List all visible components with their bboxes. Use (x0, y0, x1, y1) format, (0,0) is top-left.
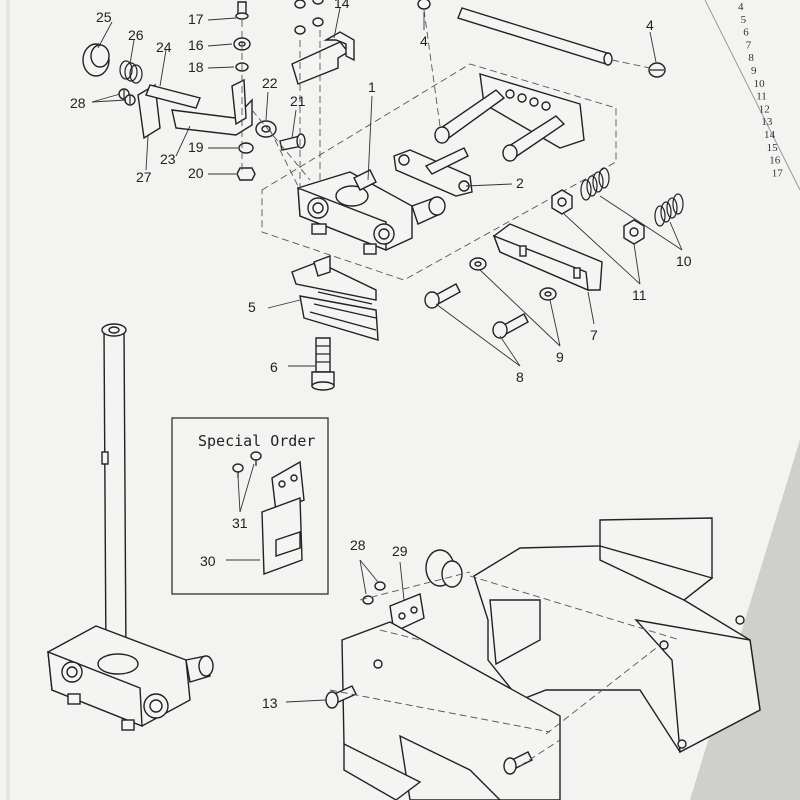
index-number: 9 (751, 65, 757, 77)
callout-labels: 25 26 24 28 27 23 17 16 18 19 20 22 21 1… (70, 0, 692, 711)
callout-9: 9 (556, 349, 564, 365)
lower-screw (503, 751, 533, 775)
shaft-clamp-block (47, 625, 214, 731)
part-4-screw-top (417, 0, 431, 10)
index-number: 7 (746, 39, 752, 51)
part-30-plate (261, 460, 305, 575)
rail-block (434, 73, 585, 162)
callout-22: 22 (262, 75, 278, 91)
callout-28b: 28 (350, 537, 366, 553)
assembly-outline-1 (261, 63, 617, 281)
index-number: 13 (761, 116, 773, 128)
part-17-screw (235, 1, 249, 20)
callout-11: 11 (632, 287, 647, 303)
part-31-screws (232, 451, 262, 478)
top-left-assembly (82, 1, 306, 181)
part-24-shaft (145, 84, 201, 109)
callout-8: 8 (516, 369, 524, 385)
callout-20: 20 (188, 165, 204, 181)
part-8-screws (424, 283, 529, 339)
index-number: 5 (741, 14, 747, 26)
callout-16: 16 (188, 37, 204, 53)
leader-lines (91, 7, 683, 703)
callout-17: 17 (188, 11, 204, 27)
callout-26: 26 (128, 27, 144, 43)
callout-31: 31 (232, 515, 248, 531)
callout-27: 27 (136, 169, 152, 185)
part-26-spring (119, 60, 143, 84)
index-number: 17 (772, 167, 784, 179)
lower-cap (425, 549, 463, 588)
part-7-plate (492, 223, 603, 292)
callout-5: 5 (248, 299, 256, 315)
callout-6: 6 (270, 359, 278, 375)
callout-10: 10 (676, 253, 692, 269)
callout-18: 18 (188, 59, 204, 75)
part-19-washer (238, 142, 254, 154)
callout-7: 7 (590, 327, 598, 343)
callout-4-top: 4 (420, 33, 428, 49)
presser-plate (341, 621, 561, 800)
callout-23: 23 (160, 151, 176, 167)
part-4-screw-right (648, 62, 666, 78)
part-5-comb (291, 254, 379, 341)
callout-14: 14 (334, 0, 350, 11)
special-order-frame (171, 417, 329, 595)
callout-1: 1 (368, 79, 376, 95)
callout-25: 25 (96, 9, 112, 25)
vertical-shaft (101, 323, 127, 661)
callout-13: 13 (262, 695, 278, 711)
part-2-link (393, 147, 473, 197)
special-order-box: Special Order (171, 417, 329, 595)
callout-28a: 28 (70, 95, 86, 111)
callout-2: 2 (516, 175, 524, 191)
index-number: 4 (738, 1, 744, 13)
index-number: 14 (764, 129, 776, 141)
part-11-nuts (551, 189, 645, 245)
index-number: 11 (756, 91, 767, 103)
part-21-screw (279, 133, 306, 151)
index-number: 12 (759, 103, 770, 115)
callout-21: 21 (290, 93, 306, 109)
page-fold-line (704, 0, 800, 191)
part-6-bolt (311, 337, 335, 391)
assembly-lines (251, 9, 681, 767)
lower-housing (473, 517, 761, 754)
callout-29: 29 (392, 543, 408, 559)
part-10-springs (580, 167, 684, 227)
index-number: 10 (754, 78, 766, 90)
index-number: 8 (748, 52, 754, 64)
part-13-screw (325, 685, 357, 709)
index-number: 6 (743, 27, 749, 39)
index-number: 16 (769, 155, 781, 167)
special-order-title: Special Order (198, 432, 315, 450)
callout-4-right: 4 (646, 17, 654, 33)
part-1-main-block (297, 169, 446, 255)
part-20-nut (236, 167, 256, 181)
callout-30: 30 (200, 553, 216, 569)
part-28-screws-lower (362, 581, 386, 605)
index-number: 15 (767, 142, 779, 154)
callout-24: 24 (156, 39, 172, 55)
callout-19: 19 (188, 139, 204, 155)
